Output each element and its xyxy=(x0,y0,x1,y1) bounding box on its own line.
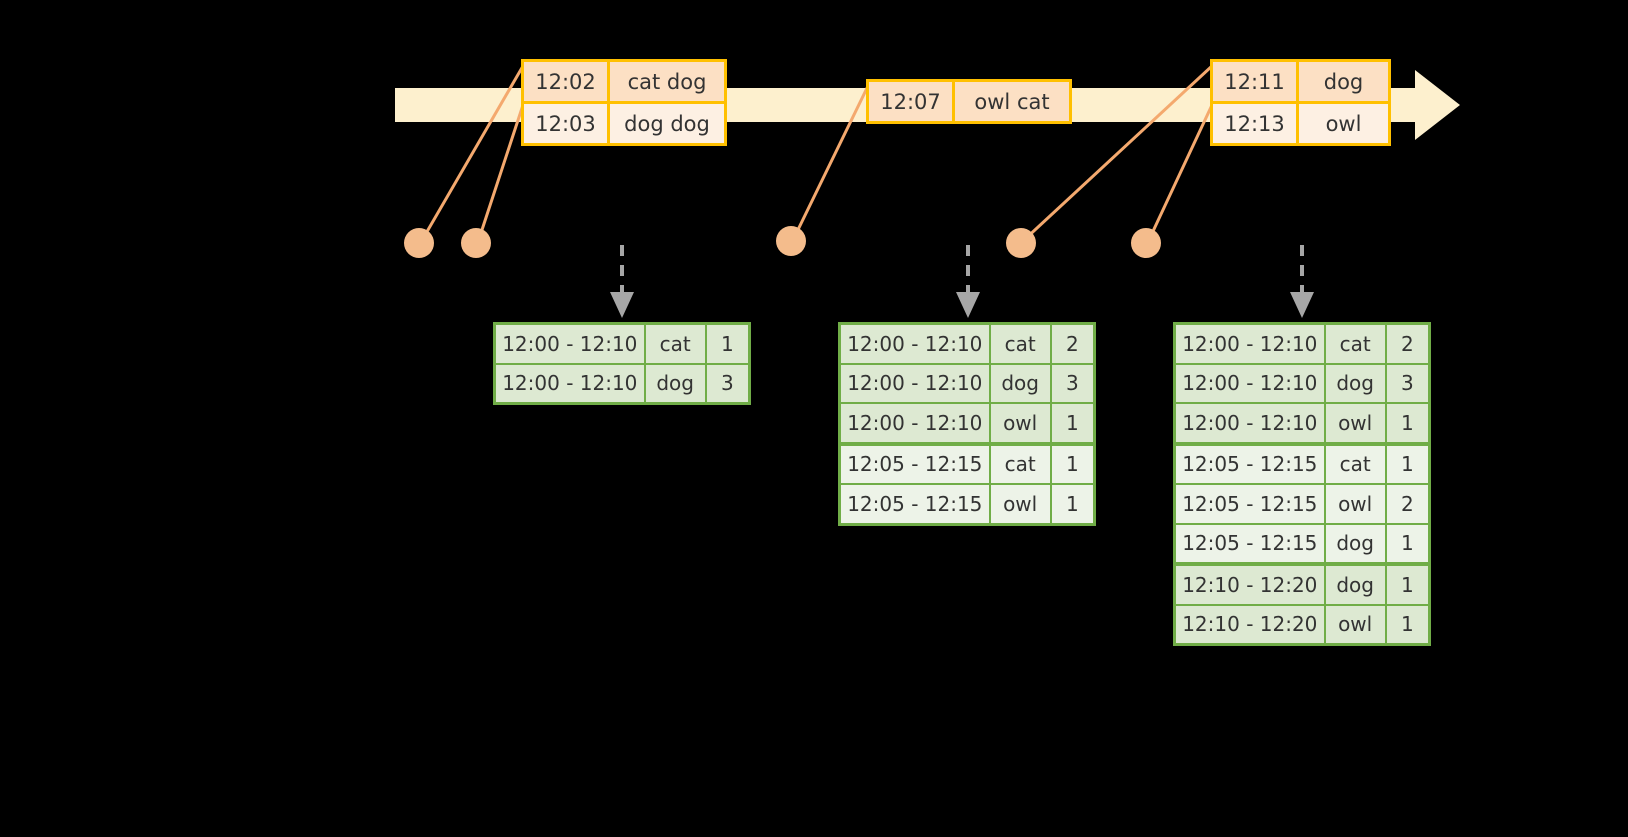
event-box-1[interactable]: 12:02 cat dog 12:03 dog dog xyxy=(521,59,727,146)
cell-window: 12:00 - 12:10 xyxy=(841,325,991,363)
cell-window: 12:00 - 12:10 xyxy=(496,325,646,363)
event-words: cat dog xyxy=(610,62,724,101)
cell-count: 2 xyxy=(1386,485,1428,523)
cell-count: 1 xyxy=(1386,566,1428,604)
event-time: 12:11 xyxy=(1213,62,1299,101)
cell-window: 12:00 - 12:10 xyxy=(496,364,646,402)
event-time: 12:02 xyxy=(524,62,610,101)
cell-word: cat xyxy=(1325,325,1387,363)
cell-window: 12:05 - 12:15 xyxy=(1176,485,1326,523)
cell-window: 12:00 - 12:10 xyxy=(841,404,991,442)
cell-count: 1 xyxy=(1051,485,1093,523)
cell-word: dog xyxy=(1325,364,1387,402)
cell-word: owl xyxy=(1325,404,1387,442)
cell-window: 12:05 - 12:15 xyxy=(841,445,991,483)
cell-word: dog xyxy=(990,364,1052,402)
cell-count: 3 xyxy=(1386,364,1428,402)
cell-count: 3 xyxy=(1051,364,1093,402)
event-time: 12:07 xyxy=(869,82,955,121)
event-dot-3[interactable] xyxy=(776,226,806,256)
event-dots xyxy=(404,226,1161,258)
cell-window: 12:05 - 12:15 xyxy=(1176,445,1326,483)
cell-window: 12:00 - 12:10 xyxy=(841,364,991,402)
flow-arrow-heads xyxy=(610,292,1314,318)
cell-word: cat xyxy=(645,325,707,363)
event-row[interactable]: 12:13 owl xyxy=(1213,101,1388,143)
event-time: 12:13 xyxy=(1213,104,1299,143)
cell-word: dog xyxy=(1325,566,1387,604)
cell-count: 1 xyxy=(1386,605,1428,643)
cell-window: 12:10 - 12:20 xyxy=(1176,566,1326,604)
event-words: dog dog xyxy=(610,104,724,143)
cell-window: 12:10 - 12:20 xyxy=(1176,605,1326,643)
cell-count: 1 xyxy=(1386,404,1428,442)
event-words: owl cat xyxy=(955,82,1069,121)
cell-window: 12:00 - 12:10 xyxy=(1176,364,1326,402)
event-row[interactable]: 12:11 dog xyxy=(1213,62,1388,101)
cell-word: cat xyxy=(1325,445,1387,483)
event-time: 12:03 xyxy=(524,104,610,143)
event-row[interactable]: 12:07 owl cat xyxy=(869,82,1069,121)
cell-count: 1 xyxy=(1051,445,1093,483)
cell-count: 1 xyxy=(706,325,748,363)
cell-count: 2 xyxy=(1386,325,1428,363)
cell-window: 12:00 - 12:10 xyxy=(1176,325,1326,363)
cell-word: owl xyxy=(1325,605,1387,643)
cell-count: 2 xyxy=(1051,325,1093,363)
cell-word: owl xyxy=(990,404,1052,442)
cell-count: 3 xyxy=(706,364,748,402)
cell-count: 1 xyxy=(1386,524,1428,562)
cell-word: dog xyxy=(645,364,707,402)
cell-window: 12:05 - 12:15 xyxy=(1176,524,1326,562)
cell-word: cat xyxy=(990,325,1052,363)
event-dot-1[interactable] xyxy=(404,228,434,258)
event-dot-4[interactable] xyxy=(1006,228,1036,258)
cell-window: 12:00 - 12:10 xyxy=(1176,404,1326,442)
event-dot-5[interactable] xyxy=(1131,228,1161,258)
cell-word: cat xyxy=(990,445,1052,483)
event-words: owl xyxy=(1299,104,1388,143)
event-row[interactable]: 12:03 dog dog xyxy=(524,101,724,143)
cell-count: 1 xyxy=(1051,404,1093,442)
event-row[interactable]: 12:02 cat dog xyxy=(524,62,724,101)
cell-word: dog xyxy=(1325,524,1387,562)
cell-window: 12:05 - 12:15 xyxy=(841,485,991,523)
event-words: dog xyxy=(1299,62,1388,101)
cell-word: owl xyxy=(1325,485,1387,523)
cell-count: 1 xyxy=(1386,445,1428,483)
flow-arrows xyxy=(620,245,1304,295)
cell-word: owl xyxy=(990,485,1052,523)
event-box-3[interactable]: 12:11 dog 12:13 owl xyxy=(1210,59,1391,146)
event-box-2[interactable]: 12:07 owl cat xyxy=(866,79,1072,124)
event-dot-2[interactable] xyxy=(461,228,491,258)
